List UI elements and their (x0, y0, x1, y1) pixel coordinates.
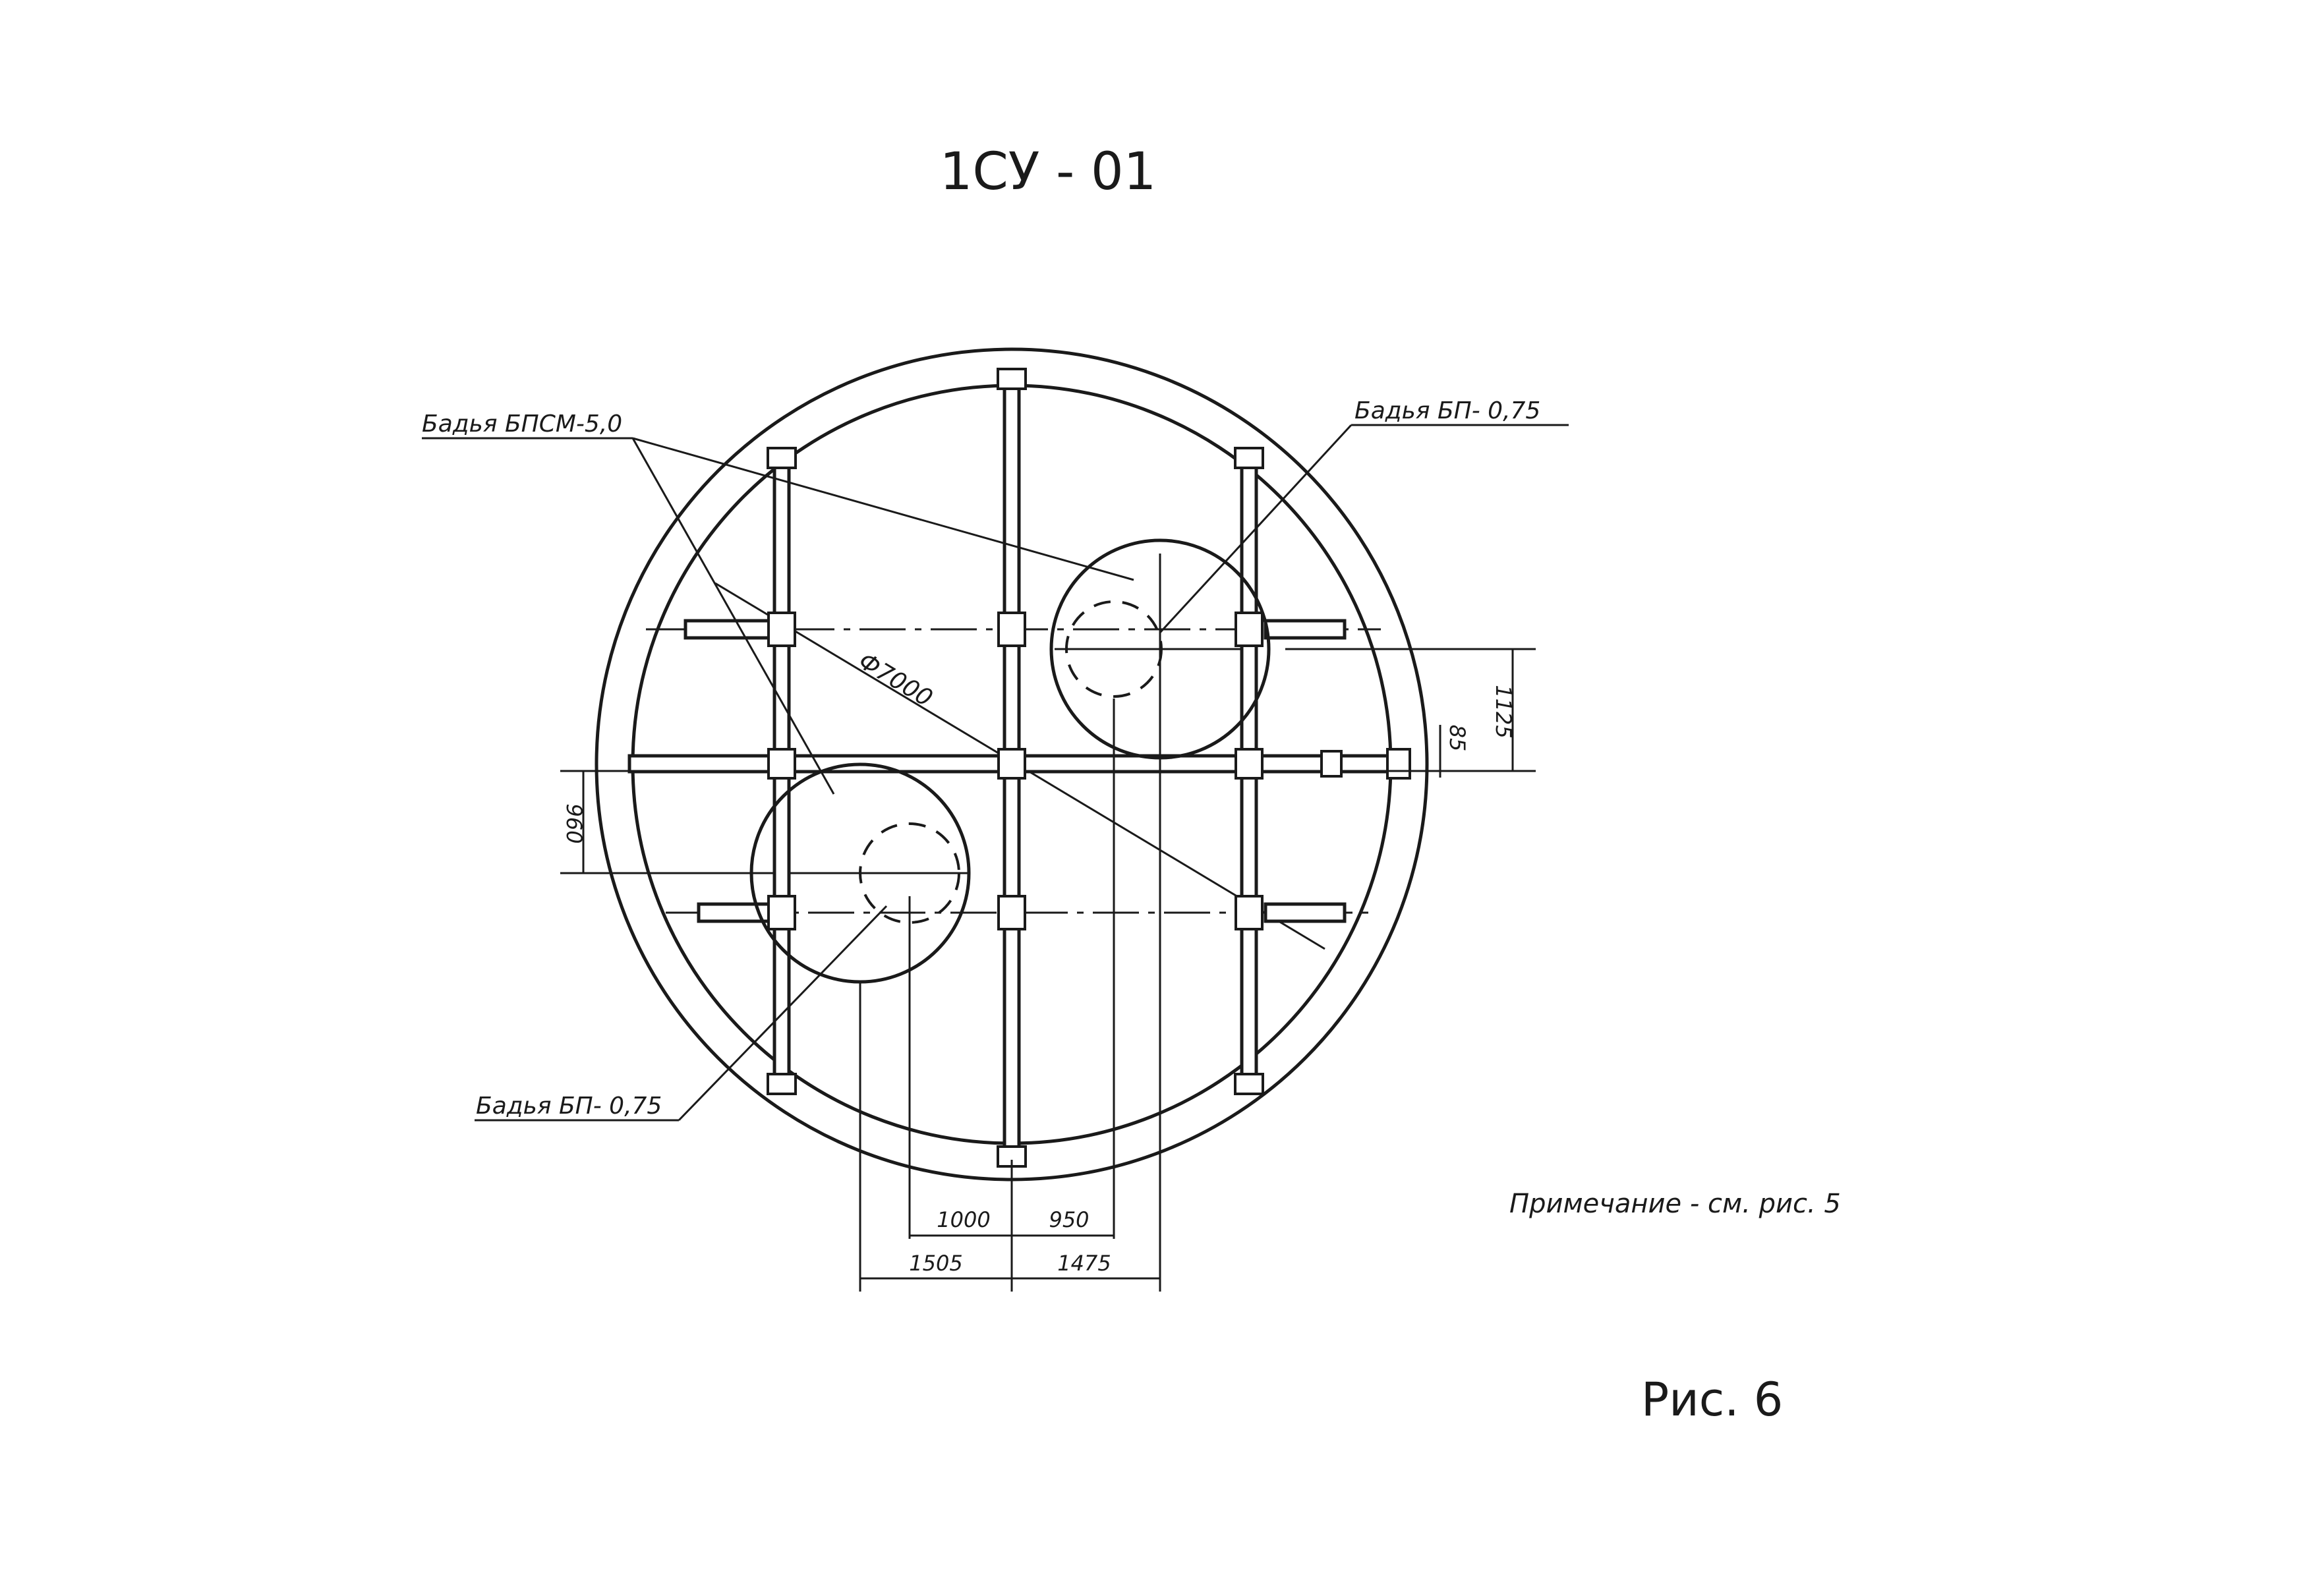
dim-1505: 1505 (909, 1251, 962, 1276)
label-diameter: Ф7000 (854, 648, 937, 712)
leader-lines (422, 424, 1569, 1122)
figure-caption: Рис. 6 (1641, 1373, 1783, 1427)
label-bucket-top-left: Бадья БПСМ-5,0 (422, 411, 622, 438)
dim-1125: 1125 (1491, 685, 1516, 738)
note-text: Примечание - см. рис. 5 (1509, 1189, 1841, 1219)
dim-1000: 1000 (937, 1207, 990, 1232)
drawing-code: 1СУ - 01 (940, 142, 1157, 202)
dimension-right (1285, 648, 1536, 778)
label-bucket-bottom-left: Бадья БП- 0,75 (476, 1093, 662, 1120)
bucket-bottom-left-small (859, 822, 960, 924)
beam-stubs (683, 619, 1347, 923)
dimension-left (560, 770, 765, 874)
dim-960: 960 (562, 803, 587, 843)
dim-1475: 1475 (1057, 1251, 1111, 1276)
beam-clamps (767, 612, 1264, 930)
dim-950: 950 (1049, 1207, 1089, 1232)
dim-85: 85 (1445, 725, 1470, 752)
beam-end-caps (767, 368, 1411, 1168)
bucket-top-right-small (1065, 600, 1163, 698)
label-bucket-top-right: Бадья БП- 0,75 (1354, 397, 1540, 424)
dimension-bottom (859, 554, 1161, 1292)
